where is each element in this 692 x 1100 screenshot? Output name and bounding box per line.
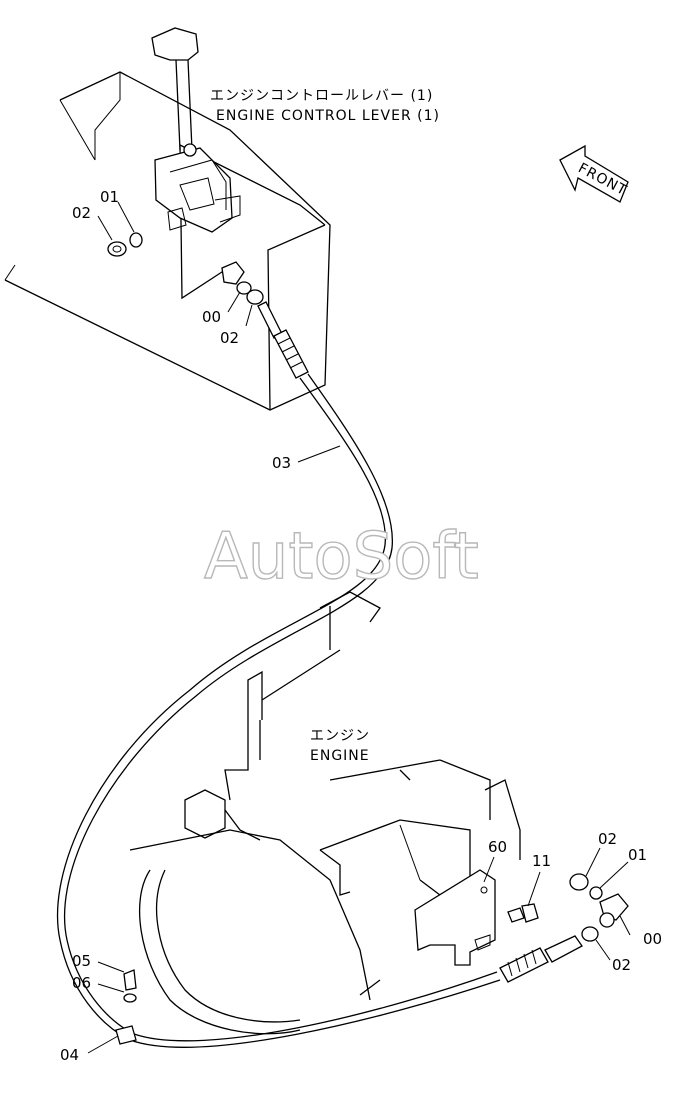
engine-block <box>129 591 521 1035</box>
callout-00-upper: 00 <box>202 308 221 326</box>
callout-60: 60 <box>488 838 507 856</box>
callout-02b-lower: 02 <box>612 956 631 974</box>
front-arrow: FRONT <box>559 144 630 203</box>
lever-caption-en: ENGINE CONTROL LEVER (1) <box>216 108 440 124</box>
lower-fittings <box>569 873 629 942</box>
callout-01-lower: 01 <box>628 846 647 864</box>
callout-01-upper: 01 <box>100 188 119 206</box>
upper-fittings <box>107 232 264 305</box>
callout-00-lower: 00 <box>643 930 662 948</box>
lower-cable-end <box>499 935 583 983</box>
callout-04: 04 <box>60 1046 79 1064</box>
watermark: AutoSoft <box>204 520 479 594</box>
upper-cable-end <box>257 301 309 379</box>
callout-11: 11 <box>532 852 551 870</box>
callout-02-upper: 02 <box>72 204 91 222</box>
cable-bracket <box>414 869 496 966</box>
callout-02-lower: 02 <box>598 830 617 848</box>
callout-05: 05 <box>72 952 91 970</box>
callout-06: 06 <box>72 974 91 992</box>
engine-caption-jp: エンジン <box>310 728 370 744</box>
engine-caption-en: ENGINE <box>310 748 370 764</box>
control-cable <box>56 373 501 1048</box>
cable-clamp <box>115 969 137 1045</box>
leader-lines <box>87 201 631 1054</box>
callout-03: 03 <box>272 454 291 472</box>
bolt-11 <box>507 903 539 923</box>
lever-caption-jp: エンジンコントロールレバー (1) <box>210 88 433 104</box>
callout-02b-upper: 02 <box>220 329 239 347</box>
control-lever <box>151 27 241 233</box>
